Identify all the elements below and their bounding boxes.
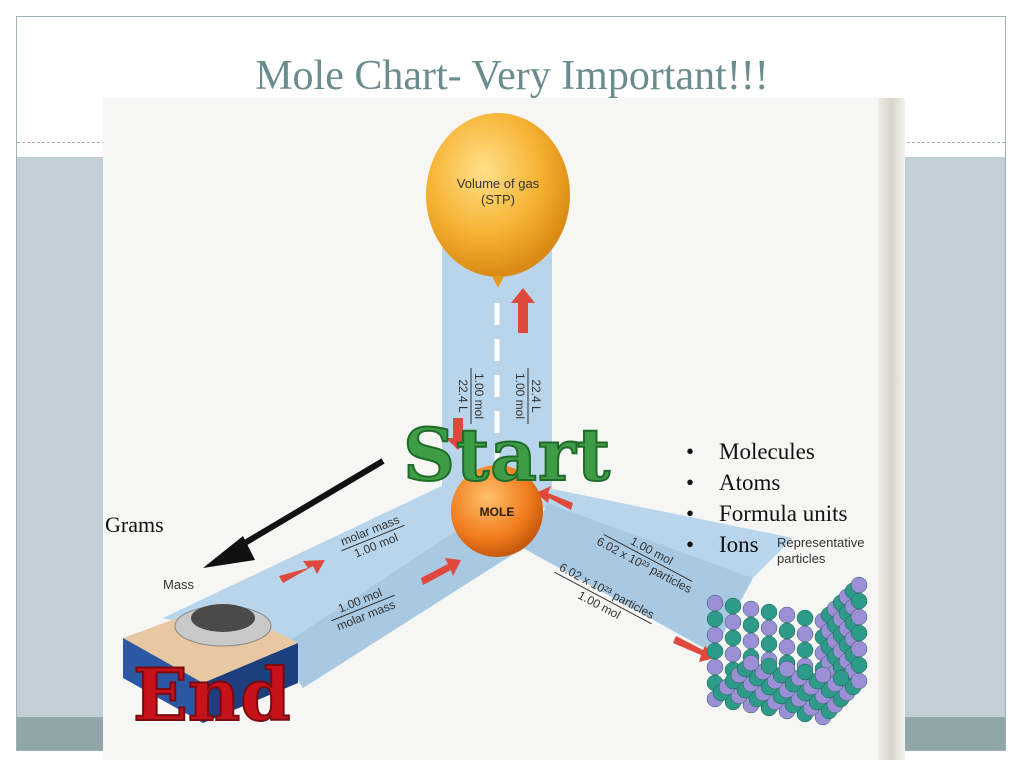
right-decorative-band	[905, 157, 1005, 717]
mole-sphere	[451, 465, 543, 557]
lattice-particle	[742, 632, 760, 650]
left-decorative-band	[17, 157, 103, 717]
arrow-to-particles	[673, 636, 715, 662]
gas-factor-right-bottom: 1.00 mol	[513, 373, 527, 419]
lattice-particle	[778, 638, 796, 656]
lattice-particle	[760, 603, 778, 621]
lattice-particle	[724, 645, 742, 663]
lattice-particle	[796, 609, 814, 627]
lattice-particle	[796, 663, 814, 681]
lattice-particle	[850, 656, 868, 674]
lattice-particle	[706, 658, 724, 676]
gas-factor-right-top: 22.4 L	[529, 379, 543, 413]
grams-label: Grams	[105, 512, 164, 537]
lattice-particle	[706, 642, 724, 660]
start-to-end-arrow	[203, 458, 385, 568]
lattice-particle	[778, 622, 796, 640]
mole-label: MOLE	[480, 505, 515, 519]
lattice-particle	[760, 657, 778, 675]
mass-label: Mass	[163, 577, 195, 592]
arrow-from-particles	[536, 486, 573, 510]
balloon-icon	[426, 113, 570, 288]
slide-title: Mole Chart- Very Important!!!	[255, 53, 769, 99]
start-label: Start	[402, 411, 612, 498]
balance-scale-icon	[123, 603, 298, 723]
lattice-particle	[814, 666, 832, 684]
lattice-particle	[850, 576, 868, 594]
list-item: Ions	[686, 529, 847, 560]
lattice-particle	[706, 626, 724, 644]
arrow-down-from-gas	[446, 418, 470, 450]
particle-lattice-icon	[706, 576, 868, 726]
lattice-particle	[760, 619, 778, 637]
lattice-particle	[724, 597, 742, 615]
lattice-particle	[832, 669, 850, 687]
lattice-particle	[796, 641, 814, 659]
end-label: End	[132, 651, 292, 738]
lattice-particle	[706, 594, 724, 612]
lattice-particle	[796, 625, 814, 643]
lattice-particle	[742, 616, 760, 634]
gas-factor-left-bottom: 22.4 L	[456, 379, 470, 413]
lattice-particle	[742, 600, 760, 618]
lattice-particle	[760, 635, 778, 653]
lattice-particle	[724, 613, 742, 631]
arrow-from-mass	[421, 558, 461, 585]
lattice-particle	[778, 606, 796, 624]
lattice-particle	[850, 608, 868, 626]
lattice-particle	[850, 640, 868, 658]
lattice-particle	[850, 624, 868, 642]
book-page-edge	[878, 98, 905, 760]
lattice-particle	[724, 629, 742, 647]
mole-diagram: Volume of gas (STP) 1.00 mol 22.4 L 22.4…	[123, 113, 868, 726]
list-item: Molecules	[686, 436, 847, 467]
balloon-label-line1: Volume of gas	[457, 176, 540, 191]
left-path	[163, 483, 523, 688]
list-item: Atoms	[686, 467, 847, 498]
lattice-particle	[742, 654, 760, 672]
particle-types-list: Molecules Atoms Formula units Ions	[686, 436, 847, 560]
arrow-up-to-gas	[511, 288, 535, 333]
lattice-particle	[850, 672, 868, 690]
lattice-particle	[706, 610, 724, 628]
list-item: Formula units	[686, 498, 847, 529]
lattice-particle	[778, 660, 796, 678]
gas-factor-left-top: 1.00 mol	[472, 373, 486, 419]
vertical-path	[442, 248, 552, 508]
arrow-to-mass	[279, 560, 325, 583]
lattice-particle	[850, 592, 868, 610]
balloon-label-line2: (STP)	[481, 192, 515, 207]
